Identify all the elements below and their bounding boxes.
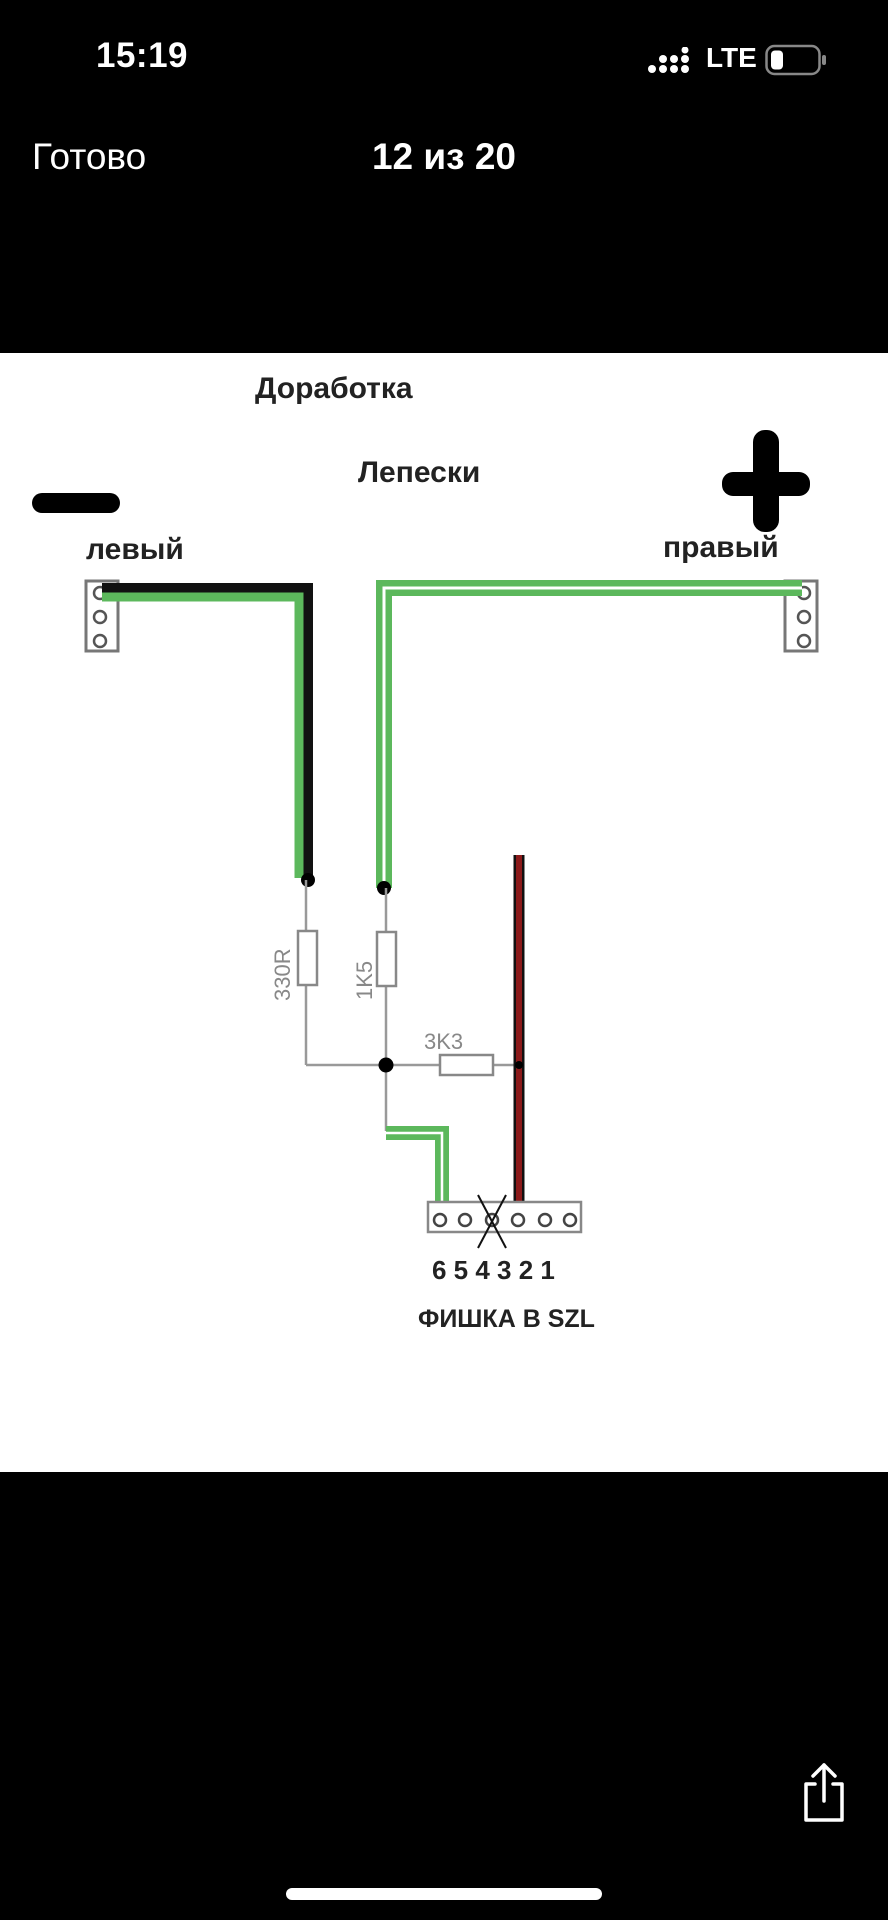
diagram-title: Доработка <box>255 372 413 405</box>
battery-icon <box>765 44 826 76</box>
resistor-330r-label: 330R <box>270 948 295 1001</box>
connector-wire <box>386 1126 449 1221</box>
share-icon[interactable] <box>800 1762 848 1824</box>
carrier-label: LTE <box>706 42 757 73</box>
right-wire-node <box>377 881 391 895</box>
szl-connector <box>426 1194 583 1249</box>
resistor-3k3 <box>438 1053 495 1077</box>
plus-sign <box>722 430 810 532</box>
schematic-wires <box>304 880 520 1131</box>
nav-bar: Готово 12 из 20 <box>0 110 888 210</box>
connector-pin-numbers: 6 5 4 3 2 1 <box>432 1255 555 1285</box>
diagram-subtitle: Лепески <box>358 456 480 489</box>
done-button[interactable]: Готово <box>32 136 147 177</box>
minus-sign <box>32 493 120 513</box>
resistor-1k5 <box>375 930 398 988</box>
connector-label: ФИШКА В SZL <box>418 1305 595 1333</box>
status-time: 15:19 <box>96 36 189 75</box>
junction-node <box>378 1057 394 1073</box>
resistor-330r <box>296 929 319 987</box>
image-viewer[interactable]: Доработка Лепески левый правый <box>0 353 888 1472</box>
wiring-diagram: Доработка Лепески левый правый <box>32 372 819 1333</box>
left-terminal-label: левый <box>86 533 184 566</box>
red-wire-node <box>515 1061 523 1069</box>
left-wire-node <box>301 873 315 887</box>
resistor-1k5-label: 1K5 <box>352 961 377 1000</box>
signal-icon <box>648 47 689 73</box>
resistor-3k3-label: 3K3 <box>424 1029 463 1054</box>
right-wire <box>376 580 802 888</box>
left-wire <box>102 583 313 878</box>
image-counter: 12 из 20 <box>371 136 516 177</box>
home-indicator[interactable] <box>286 1888 602 1900</box>
status-bar: 15:19 LTE <box>0 0 888 110</box>
right-terminal-label: правый <box>663 531 779 564</box>
